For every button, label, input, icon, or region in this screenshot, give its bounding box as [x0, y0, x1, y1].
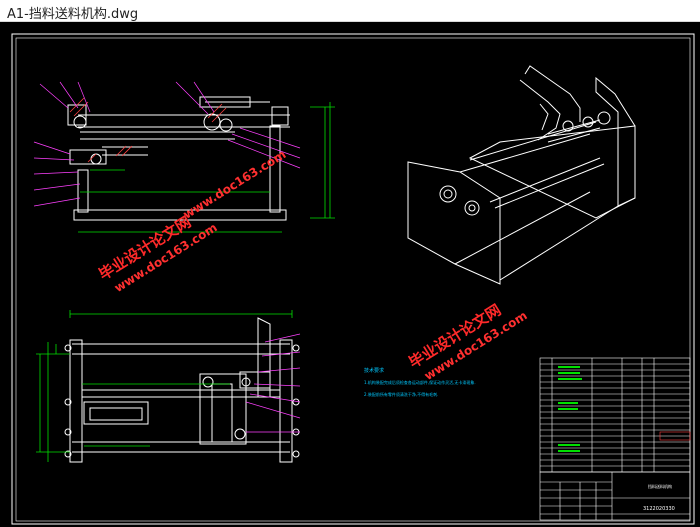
note-2: 2.装配前所有零件须清洗干净,不得有毛刺. [364, 391, 438, 397]
front-view-leaders [33, 81, 301, 207]
watermark-3-url: www.doc163.com [181, 147, 289, 222]
parts-list [539, 357, 691, 473]
technical-notes: 技术要求 1.机构装配完成后须检查各运动部件,保证动作灵活,无卡滞现象. 2.装… [364, 367, 476, 397]
inner-frame [15, 37, 691, 522]
outer-frame [11, 33, 695, 525]
watermark-1: 毕业设计论文网 www.doc163.com [96, 213, 220, 295]
front-view-dimensions [78, 102, 335, 233]
front-view-hatching [69, 97, 227, 163]
parts-list-entries [558, 366, 582, 452]
cad-drawing-canvas[interactable]: 技术要求 1.机构装配完成后须检查各运动部件,保证动作灵活,无卡滞现象. 2.装… [0, 22, 700, 527]
note-1: 1.机构装配完成后须检查各运动部件,保证动作灵活,无卡滞现象. [364, 379, 476, 385]
top-view [64, 317, 300, 463]
window-title: A1-挡料送料机构.dwg [7, 7, 139, 22]
notes-title: 技术要求 [364, 367, 384, 374]
watermark-3: www.doc163.com [181, 147, 289, 222]
top-view-leaders [245, 333, 301, 433]
drawing-viewport[interactable]: 技术要求 1.机构装配完成后须检查各运动部件,保证动作灵活,无卡滞现象. 2.装… [0, 22, 700, 527]
front-view [67, 96, 290, 221]
isometric-view [407, 65, 636, 285]
window-titlebar: A1-挡料送料机构.dwg [0, 0, 700, 22]
title-drawing-number: 3122020330 [643, 506, 675, 512]
top-view-dimensions [36, 310, 293, 462]
title-drawing-name: 挡料送料机构 [648, 483, 672, 489]
watermark-2: 毕业设计论文网 www.doc163.com [406, 301, 530, 383]
title-block [539, 471, 691, 521]
